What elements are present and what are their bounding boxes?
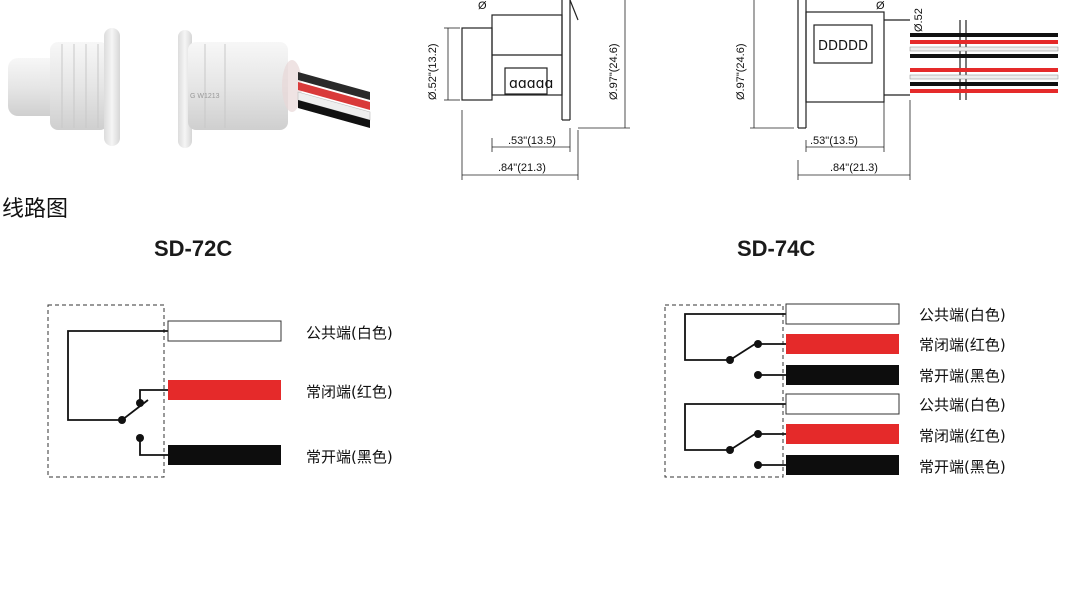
photo-marking: G W1213 (190, 93, 220, 100)
dim-right-total-len: .84"(21.3) (830, 162, 878, 174)
wire-no-black (168, 445, 281, 465)
section-title: 线路图 (2, 197, 69, 222)
sd72c-label-common: 公共端(白色) (306, 324, 393, 342)
dim-right-top2: Ø.52 (913, 8, 925, 32)
spring-right: DDDDD (818, 39, 868, 54)
sd74c-label-common-2: 公共端(白色) (919, 396, 1006, 414)
dim-right-top: Ø (876, 0, 885, 12)
wire-nc-red (168, 380, 281, 400)
sd74c-label-no-2: 常开端(黑色) (919, 458, 1006, 476)
sd74c-wire-common-1 (785, 303, 900, 325)
sd74c-wire-common-2 (785, 393, 900, 415)
product-photo: G W1213 (8, 28, 371, 148)
wiring-diagram-sd74c (664, 303, 900, 478)
sd72c-label-no: 常开端(黑色) (306, 448, 393, 466)
sd74c-wire-nc-1 (786, 334, 899, 354)
sd74c-label-no-1: 常开端(黑色) (919, 367, 1006, 385)
dim-left-flange-dia: Ø.97"(24.6) (608, 44, 620, 101)
dim-left-top: Ø (478, 0, 487, 12)
wire-bundle-right (909, 33, 1059, 93)
sd74c-label-common-1: 公共端(白色) (919, 306, 1006, 324)
wire-common-white (167, 320, 282, 342)
sd74c-wire-nc-2 (786, 424, 899, 444)
sd72c-label-nc: 常闭端(红色) (306, 383, 393, 401)
dim-right-short-len: .53"(13.5) (810, 135, 858, 147)
sensor-photo-1 (8, 28, 120, 146)
sd74c-label-nc-2: 常闭端(红色) (919, 427, 1006, 445)
model-left: SD-72C (154, 236, 233, 261)
sd74c-wire-no-1 (786, 365, 899, 385)
sd74c-wire-no-2 (786, 455, 899, 475)
sensor-photo-2: G W1213 (178, 30, 371, 148)
spring-left: ɑɑɑɑɑ (509, 76, 553, 92)
dim-left-body-dia: Ø.52"(13.2) (427, 44, 439, 101)
wiring-diagram-sd72c (47, 304, 282, 478)
dim-left-short-len: .53"(13.5) (508, 135, 556, 147)
sd74c-label-nc-1: 常闭端(红色) (919, 336, 1006, 354)
dimension-drawing-left: ɑɑɑɑɑ Ø.52"(13.2) Ø.97"(24.6) .53"(13.5)… (427, 0, 630, 180)
dim-left-total-len: .84"(21.3) (498, 162, 546, 174)
model-right: SD-74C (737, 236, 816, 261)
dimension-drawing-right: DDDDD Ø.97"(24.6) .53"(13.5) .84"(21.3) … (735, 0, 1059, 180)
dim-right-flange-dia: Ø.97"(24.6) (735, 44, 747, 101)
